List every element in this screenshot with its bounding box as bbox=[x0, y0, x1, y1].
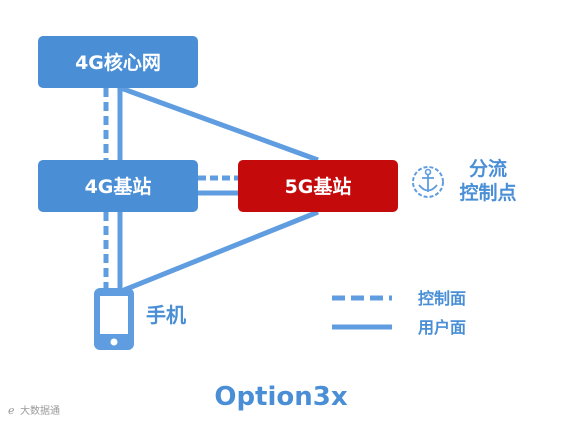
diagram-title: Option3x bbox=[214, 382, 348, 412]
legend-control-plane-label: 控制面 bbox=[418, 289, 466, 308]
link-5g-bs-to-phone bbox=[123, 209, 319, 293]
node-4g-bs-label: 4G基站 bbox=[85, 175, 152, 198]
legend-user-plane-label: 用户面 bbox=[418, 318, 466, 337]
node-5g-bs: 5G基站 bbox=[238, 160, 398, 212]
legend: 控制面 用户面 bbox=[332, 289, 466, 337]
watermark-logo-icon: ℯ bbox=[8, 404, 15, 417]
watermark: ℯ 大数据通 bbox=[8, 404, 60, 417]
control-plane-links bbox=[103, 88, 240, 290]
phone-icon bbox=[94, 288, 134, 350]
user-plane-links bbox=[117, 84, 319, 293]
node-4g-core-label: 4G核心网 bbox=[75, 51, 161, 74]
phone-label: 手机 bbox=[146, 303, 186, 327]
link-core-4g-to-5g-bs bbox=[117, 84, 319, 163]
node-5g-bs-label: 5G基站 bbox=[285, 175, 352, 198]
split-point-label-line1: 分流 bbox=[469, 157, 507, 180]
split-point-label-line2: 控制点 bbox=[459, 181, 516, 204]
watermark-text: 大数据通 bbox=[20, 404, 60, 417]
anchor-icon bbox=[412, 166, 444, 198]
node-4g-bs: 4G基站 bbox=[38, 160, 198, 212]
node-4g-core: 4G核心网 bbox=[38, 36, 198, 88]
